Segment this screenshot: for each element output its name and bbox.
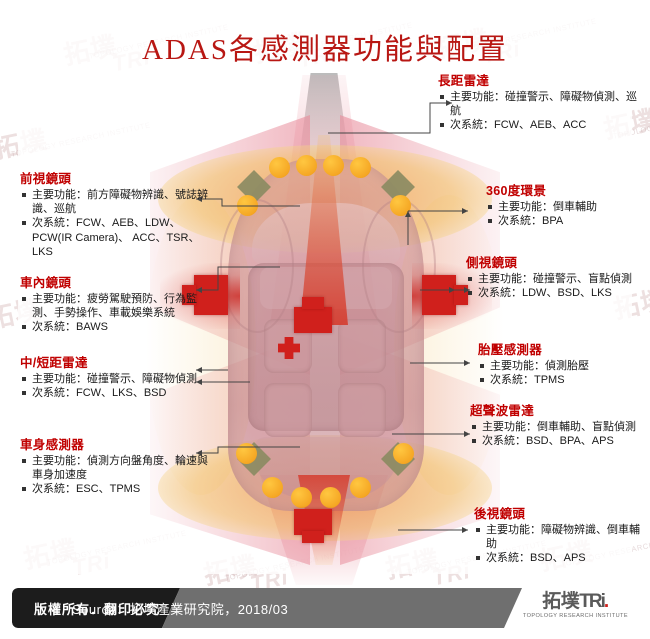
long-range-radar-rear-tip xyxy=(302,531,324,543)
callout-item: 次系統：TPMS xyxy=(478,373,646,387)
tri-logo: 拓墣TRi. TOPOLOGY RESEARCH INSTITUTE xyxy=(523,592,628,620)
callout-mid-short-range-radar: 中/短距雷達 主要功能：碰撞警示、障礙物偵測 次系統：FCW、LKS、BSD xyxy=(20,352,216,400)
side-radar-left-tip xyxy=(182,285,196,305)
callout-long-range-radar: 長距雷達 主要功能：碰撞警示、障礙物偵測、巡航 次系統：FCW、AEB、ACC xyxy=(438,70,638,133)
ultrasonic-sensor xyxy=(350,157,371,178)
callout-item: 次系統：FCW、LKS、BSD xyxy=(20,386,216,400)
ultrasonic-sensor xyxy=(323,155,344,176)
long-range-radar-rear-module xyxy=(294,509,332,535)
footer-copyright-text: 版權所有．翻印必究 xyxy=(34,602,161,617)
callout-item: 主要功能：倒車輔助、盲點偵測 xyxy=(470,420,640,434)
callout-item: 次系統：BSD、BPA、APS xyxy=(470,434,640,448)
callout-item: 主要功能：偵測方向盤角度、輪速與車身加速度 xyxy=(20,454,216,482)
footer-copyright-shape xyxy=(12,588,180,628)
callout-item: 主要功能：前方障礙物辨識、號誌辨識、巡航 xyxy=(20,188,216,216)
seat-rear-right xyxy=(338,383,386,437)
ultrasonic-sensor xyxy=(262,477,283,498)
callout-body-sensor: 車身感測器 主要功能：偵測方向盤角度、輪速與車身加速度 次系統：ESC、TPMS xyxy=(20,434,216,497)
callout-side-camera: 側視鏡頭 主要功能：碰撞警示、盲點偵測 次系統：LDW、BSD、LKS xyxy=(466,252,638,300)
callout-item: 次系統：FCW、AEB、LDW、PCW(IR Camera)、 ACC、TSR、… xyxy=(20,216,216,259)
callout-item: 主要功能：偵測胎壓 xyxy=(478,359,646,373)
tri-logo-en: TRi xyxy=(579,591,606,612)
seat-rear-left xyxy=(264,383,312,437)
callout-heading: 胎壓感測器 xyxy=(478,343,543,357)
page-title: ADAS各感測器功能與配置 xyxy=(142,34,508,66)
long-range-radar-front-module xyxy=(294,307,332,333)
seat-front-right xyxy=(338,319,386,373)
vehicle-sensor-diagram xyxy=(146,73,504,585)
ultrasonic-sensor xyxy=(237,195,258,216)
callout-heading: 超聲波雷達 xyxy=(470,404,535,418)
callout-tire-pressure-sensor: 胎壓感測器 主要功能：偵測胎壓 次系統：TPMS xyxy=(478,339,646,387)
callout-surround-view-360: 360度環景 主要功能：倒車輔助 次系統：BPA xyxy=(486,180,646,228)
ultrasonic-sensor xyxy=(296,155,317,176)
callout-item: 主要功能：倒車輔助 xyxy=(486,200,646,214)
callout-item: 次系統：ESC、TPMS xyxy=(20,482,216,496)
callout-heading: 長距雷達 xyxy=(438,74,490,88)
callout-item: 次系統：LDW、BSD、LKS xyxy=(466,286,638,300)
callout-heading: 中/短距雷達 xyxy=(20,356,88,370)
tri-logo-wordmark: 拓墣TRi. xyxy=(523,592,628,612)
callout-heading: 後視鏡頭 xyxy=(474,507,526,521)
callout-front-camera: 前視鏡頭 主要功能：前方障礙物辨識、號誌辨識、巡航 次系統：FCW、AEB、LD… xyxy=(20,168,216,259)
callout-item: 次系統：BSD、APS xyxy=(474,551,646,565)
ultrasonic-sensor xyxy=(390,195,411,216)
callout-heading: 360度環景 xyxy=(486,184,547,198)
footer-source-text: Source：拓墣產業研究院，2018/03 xyxy=(72,602,289,617)
callout-heading: 車身感測器 xyxy=(20,438,85,452)
side-radar-right-module xyxy=(422,275,456,315)
callout-item: 主要功能：疲勞駕駛預防、行為監測、手勢操作、車載娛樂系統 xyxy=(20,292,216,320)
callout-item: 主要功能：碰撞警示、障礙物偵測 xyxy=(20,372,216,386)
callout-item: 主要功能：碰撞警示、障礙物偵測、巡航 xyxy=(438,90,638,118)
callout-heading: 側視鏡頭 xyxy=(466,256,518,270)
callout-item: 次系統：BAWS xyxy=(20,320,216,334)
callout-ultrasonic-radar: 超聲波雷達 主要功能：倒車輔助、盲點偵測 次系統：BSD、BPA、APS xyxy=(470,400,640,448)
footer-bar: 版權所有．翻印必究 Source：拓墣產業研究院，2018/03 拓墣TRi. … xyxy=(12,588,638,628)
callout-in-cabin-camera: 車內鏡頭 主要功能：疲勞駕駛預防、行為監測、手勢操作、車載娛樂系統 次系統：BA… xyxy=(20,272,216,335)
ultrasonic-sensor xyxy=(291,487,312,508)
ultrasonic-sensor xyxy=(236,443,257,464)
callout-item: 主要功能：障礙物辨識、倒車輔助 xyxy=(474,523,646,551)
footer-source-shape xyxy=(162,588,522,628)
tri-logo-cn: 拓墣 xyxy=(542,591,580,612)
long-range-radar-front-tip xyxy=(302,297,324,309)
ultrasonic-sensor xyxy=(393,443,414,464)
callout-heading: 車內鏡頭 xyxy=(20,276,72,290)
tri-logo-tagline: TOPOLOGY RESEARCH INSTITUTE xyxy=(522,613,628,619)
callout-item: 次系統：FCW、AEB、ACC xyxy=(438,118,638,132)
callout-item: 主要功能：碰撞警示、盲點偵測 xyxy=(466,272,638,286)
ultrasonic-sensor xyxy=(320,487,341,508)
callout-rear-camera: 後視鏡頭 主要功能：障礙物辨識、倒車輔助 次系統：BSD、APS xyxy=(474,503,646,566)
ultrasonic-sensor xyxy=(269,157,290,178)
ultrasonic-sensor xyxy=(350,477,371,498)
tri-logo-dot: . xyxy=(603,591,609,612)
callout-item: 次系統：BPA xyxy=(486,214,646,228)
callout-heading: 前視鏡頭 xyxy=(20,172,72,186)
